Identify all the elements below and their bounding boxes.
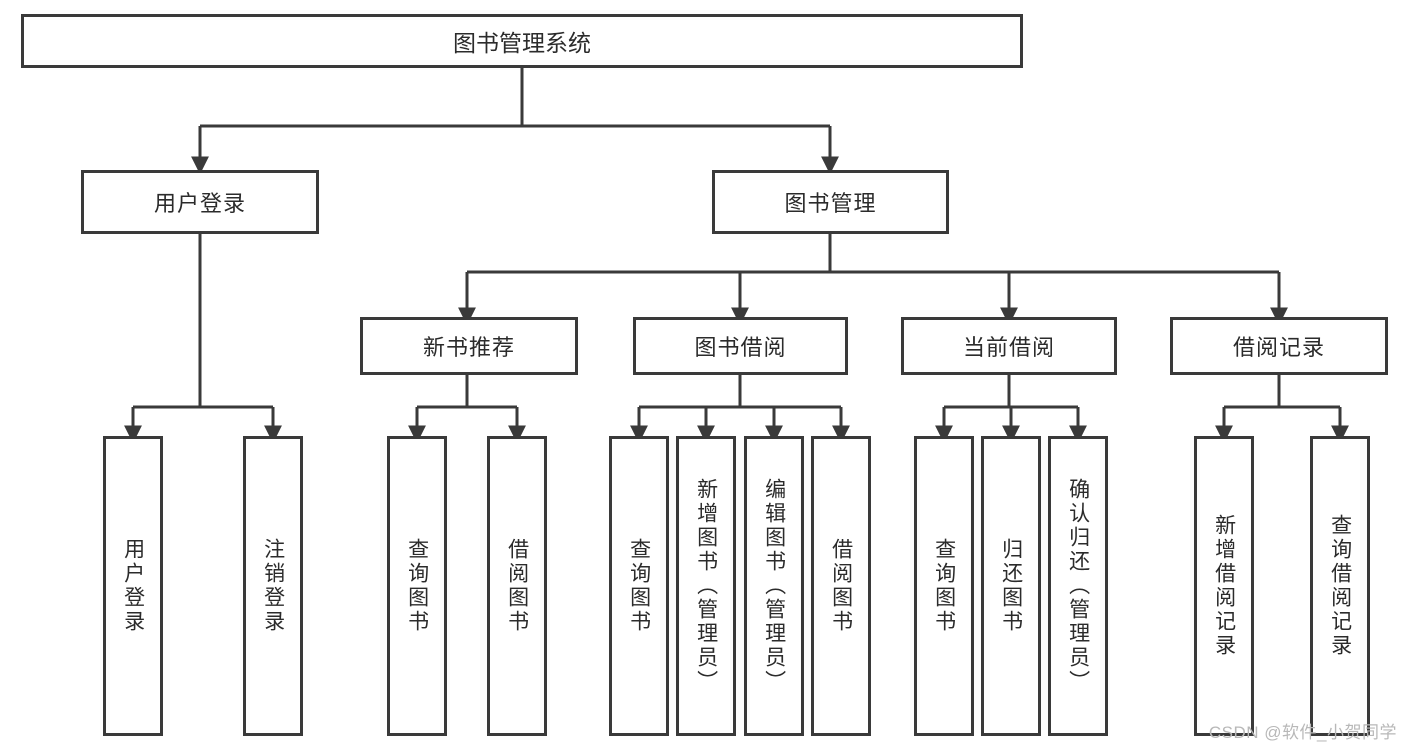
- node-book-borrow[interactable]: 图书借阅: [633, 317, 848, 375]
- leaf-user-login-logout[interactable]: 注销登录: [243, 436, 303, 736]
- node-borrow-record[interactable]: 借阅记录: [1170, 317, 1388, 375]
- leaf-label: 查询图书: [932, 538, 956, 634]
- leaf-label: 归还图书: [999, 538, 1023, 634]
- leaf-borrow-record-query[interactable]: 查询借阅记录: [1310, 436, 1370, 736]
- leaf-label: 查询借阅记录: [1328, 514, 1352, 658]
- node-root-system[interactable]: 图书管理系统: [21, 14, 1023, 68]
- leaf-current-borrow-query[interactable]: 查询图书: [914, 436, 974, 736]
- leaf-new-book-query[interactable]: 查询图书: [387, 436, 447, 736]
- leaf-label: 新增借阅记录: [1212, 514, 1236, 658]
- leaf-current-borrow-return[interactable]: 归还图书: [981, 436, 1041, 736]
- leaf-label: 新增图书（管理员）: [694, 478, 718, 694]
- leaf-label: 用户登录: [121, 538, 145, 634]
- leaf-book-borrow-edit[interactable]: 编辑图书（管理员）: [744, 436, 804, 736]
- leaf-borrow-record-add[interactable]: 新增借阅记录: [1194, 436, 1254, 736]
- node-new-book-recommend[interactable]: 新书推荐: [360, 317, 578, 375]
- leaf-label: 借阅图书: [505, 538, 529, 634]
- watermark-text: CSDN @软件_小贺同学: [1208, 723, 1397, 742]
- leaf-label: 借阅图书: [829, 538, 853, 634]
- leaf-label: 查询图书: [627, 538, 651, 634]
- node-label: 图书借阅: [694, 335, 787, 360]
- leaf-label: 注销登录: [261, 538, 285, 634]
- node-current-borrow[interactable]: 当前借阅: [901, 317, 1117, 375]
- node-label: 用户登录: [153, 191, 246, 216]
- leaf-label: 查询图书: [405, 538, 429, 634]
- leaf-book-borrow-borrow[interactable]: 借阅图书: [811, 436, 871, 736]
- leaf-new-book-borrow[interactable]: 借阅图书: [487, 436, 547, 736]
- node-label: 图书管理系统: [453, 30, 591, 56]
- node-label: 新书推荐: [422, 335, 515, 360]
- node-book-management[interactable]: 图书管理: [712, 170, 949, 234]
- leaf-current-borrow-confirm-return[interactable]: 确认归还（管理员）: [1048, 436, 1108, 736]
- leaf-user-login-login[interactable]: 用户登录: [103, 436, 163, 736]
- node-label: 借阅记录: [1232, 335, 1325, 360]
- leaf-label: 编辑图书（管理员）: [762, 478, 786, 694]
- node-user-login[interactable]: 用户登录: [81, 170, 319, 234]
- leaf-label: 确认归还（管理员）: [1066, 478, 1090, 694]
- leaf-book-borrow-query[interactable]: 查询图书: [609, 436, 669, 736]
- node-label: 图书管理: [784, 191, 877, 216]
- leaf-book-borrow-add[interactable]: 新增图书（管理员）: [676, 436, 736, 736]
- node-label: 当前借阅: [962, 335, 1055, 360]
